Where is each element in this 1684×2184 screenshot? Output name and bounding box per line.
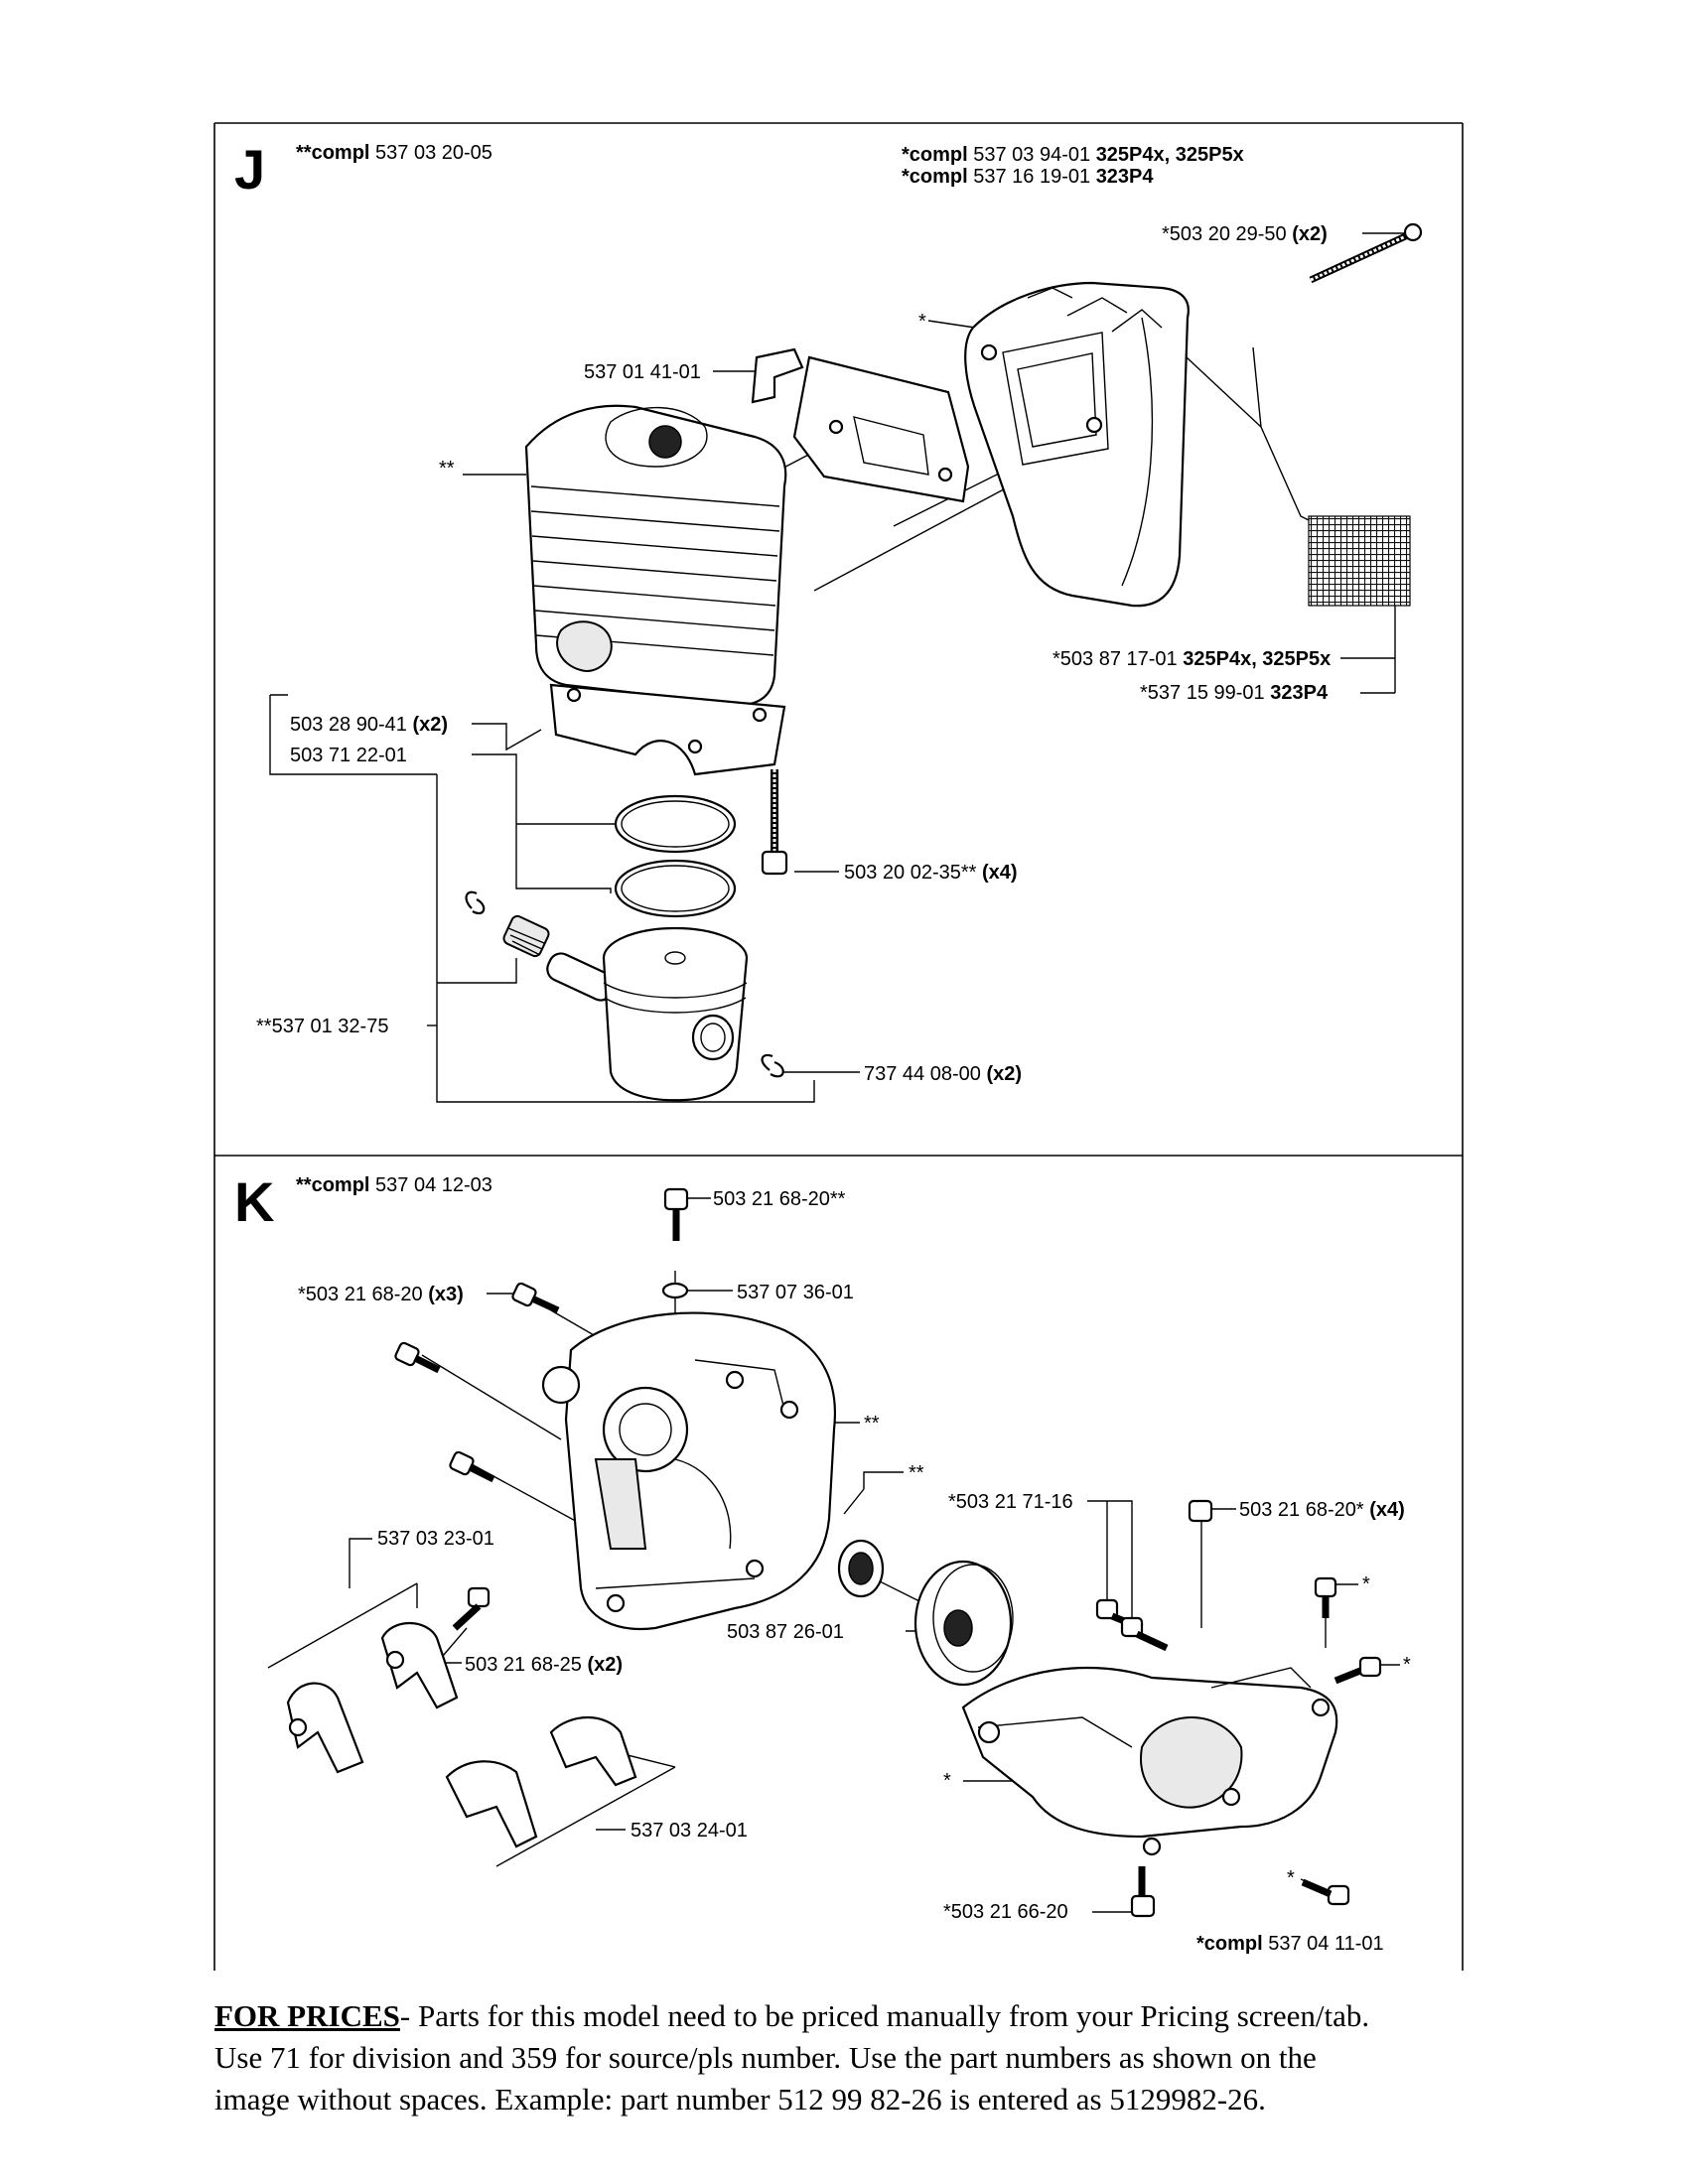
washer-part [661, 1282, 689, 1299]
label-bolt-top: *503 20 29-50 (x2) [1162, 223, 1328, 245]
label-crank-star: ** [864, 1413, 880, 1434]
screen-part [1308, 515, 1411, 607]
screw-right-b-part [1333, 1656, 1382, 1685]
pricing-note-text-1: - Parts for this model need to be priced… [399, 1998, 1370, 2033]
label-screen-b: *537 15 99-01 323P4 [1140, 682, 1329, 704]
label-star-b: * [1403, 1654, 1411, 1676]
label-mid-screw: *503 21 71-16 [948, 1491, 1073, 1513]
panel-j-letter: J [234, 138, 265, 201]
label-clutch-drum: 503 87 26-01 [727, 1621, 844, 1643]
label-plate-lower: 537 03 24-01 [631, 1820, 748, 1842]
clutch-drum-part [913, 1560, 1014, 1687]
piston-rings-part [614, 794, 737, 918]
panel-k-compl-main: **compl 537 04 12-03 [296, 1174, 492, 1196]
label-plate-screw: 503 21 68-25 (x2) [465, 1654, 623, 1676]
screw-bottom-part [1130, 1866, 1156, 1918]
circlip-right-part [761, 1053, 784, 1078]
screw-right-top-part [1188, 1499, 1213, 1523]
label-star-c: * [943, 1770, 951, 1792]
label-cyl-screw: 503 20 02-35** (x4) [844, 862, 1018, 884]
muffler-part [964, 281, 1190, 608]
label-rings: 503 71 22-01 [290, 745, 407, 766]
panel-j: J **compl 537 03 20-05 *compl 537 03 94-… [234, 138, 1423, 1103]
needle-bearing-part [502, 914, 550, 958]
screw-right-a-part [1314, 1576, 1337, 1618]
cylinder-screw-part [761, 769, 788, 876]
screw-left-a-part [511, 1282, 560, 1314]
bearing-part [837, 1539, 885, 1598]
label-star-a: * [1362, 1573, 1370, 1595]
pricing-note: FOR PRICES- Parts for this model need to… [214, 1995, 1505, 2120]
screw-left-c-part [449, 1450, 495, 1483]
plate-upper-part [286, 1622, 459, 1774]
label-washer: 537 07 36-01 [737, 1282, 854, 1303]
screw-left-b-part [394, 1341, 441, 1374]
pricing-note-line-1: FOR PRICES- Parts for this model need to… [214, 1995, 1505, 2037]
cylinder-part [524, 404, 787, 776]
panel-j-compl-right-1: *compl 537 03 94-01 325P4x, 325P5x [902, 144, 1244, 166]
crankcase-part [541, 1311, 836, 1630]
circlip-left-part [465, 890, 486, 915]
label-piston: **537 01 32-75 [256, 1016, 388, 1037]
diagram-frame [213, 122, 1464, 1971]
plate-screw-part [452, 1586, 491, 1631]
screw-mid-b-part [1120, 1616, 1169, 1652]
label-muffler-star: * [918, 311, 926, 333]
label-bearing-star: ** [909, 1462, 924, 1484]
label-bottom-screw: *503 21 66-20 [943, 1901, 1068, 1923]
for-prices-heading: FOR PRICES [214, 1998, 400, 2033]
piston-part [602, 926, 749, 1102]
label-bracket: 537 01 41-01 [584, 361, 701, 383]
label-cylinder-star: ** [439, 458, 455, 479]
label-screws-left: *503 21 68-20 (x3) [298, 1284, 464, 1305]
bolt-top-part [1309, 222, 1423, 284]
label-screws-right: 503 21 68-20* (x4) [1239, 1499, 1405, 1521]
label-star-d: * [1287, 1867, 1295, 1889]
panel-j-compl-right-2: *compl 537 16 19-01 323P4 [902, 166, 1154, 188]
bracket-part [751, 347, 970, 503]
pricing-note-line-3: image without spaces. Example: part numb… [214, 2082, 1266, 2116]
plate-lower-part [445, 1715, 637, 1848]
top-screw-part [663, 1187, 689, 1241]
screw-right-c-part [1301, 1878, 1350, 1906]
label-compl-bottom: *compl 537 04 11-01 [1196, 1933, 1384, 1955]
label-top-screw: 503 21 68-20** [713, 1188, 846, 1210]
panel-k: K **compl 537 04 12-03 503 21 68-20** 53… [234, 1170, 1411, 1955]
clutch-housing-part [961, 1666, 1338, 1856]
label-circlip: 737 44 08-00 (x2) [864, 1063, 1022, 1085]
panel-k-letter: K [234, 1170, 274, 1233]
panel-j-compl-main: **compl 537 03 20-05 [296, 142, 492, 164]
label-screen-a: *503 87 17-01 325P4x, 325P5x [1052, 648, 1331, 670]
label-gasket: 503 28 90-41 (x2) [290, 714, 448, 736]
pricing-note-line-2: Use 71 for division and 359 for source/p… [214, 2040, 1317, 2075]
label-plate-upper: 537 03 23-01 [377, 1528, 494, 1550]
